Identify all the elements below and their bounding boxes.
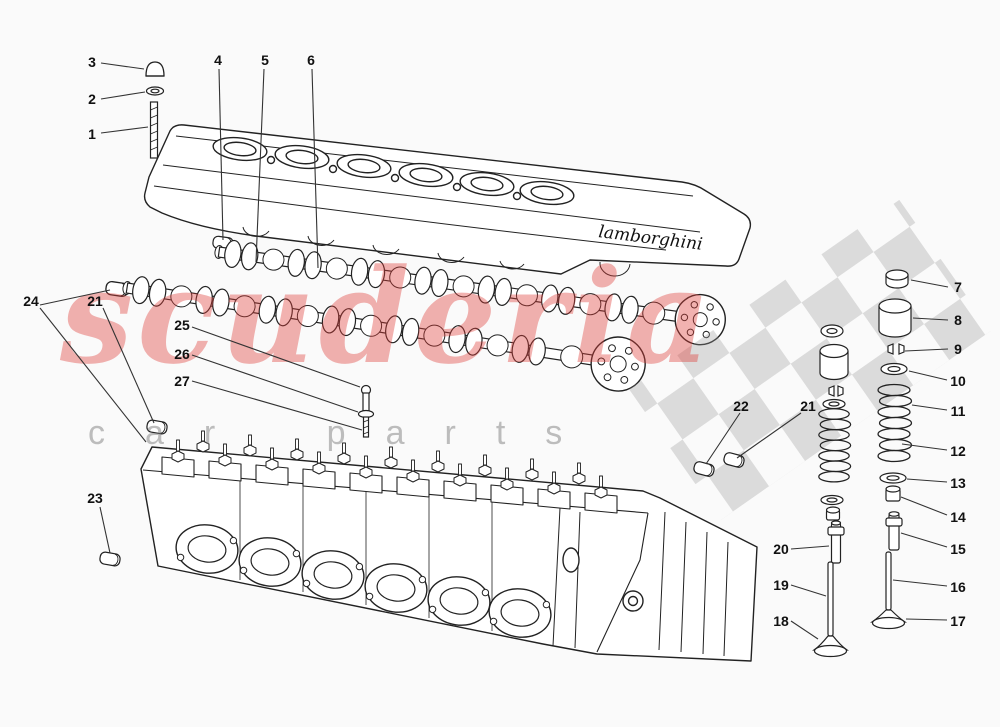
valve-cover: lamborghini bbox=[143, 124, 752, 277]
dome-nut-part bbox=[145, 61, 165, 77]
valve-assembly-right bbox=[870, 269, 913, 630]
cylinder-head bbox=[140, 430, 758, 662]
callout-21[interactable]: 21 bbox=[87, 293, 103, 309]
callout-3[interactable]: 3 bbox=[88, 54, 96, 70]
callout-13[interactable]: 13 bbox=[950, 475, 966, 491]
callout-14[interactable]: 14 bbox=[950, 509, 966, 525]
callout-24[interactable]: 24 bbox=[23, 293, 39, 309]
callout-10[interactable]: 10 bbox=[950, 373, 966, 389]
stud-part bbox=[149, 101, 159, 159]
valve-right bbox=[870, 551, 907, 630]
callout-21[interactable]: 21 bbox=[800, 398, 816, 414]
callout-2[interactable]: 2 bbox=[88, 91, 96, 107]
head-stud-part bbox=[357, 384, 375, 438]
callout-4[interactable]: 4 bbox=[214, 52, 222, 68]
callout-20[interactable]: 20 bbox=[773, 541, 789, 557]
callout-8[interactable]: 8 bbox=[954, 312, 962, 328]
valve-assembly-left bbox=[812, 324, 852, 658]
callout-23[interactable]: 23 bbox=[87, 490, 103, 506]
callout-27[interactable]: 27 bbox=[174, 373, 190, 389]
callout-22[interactable]: 22 bbox=[733, 398, 749, 414]
callout-17[interactable]: 17 bbox=[950, 613, 966, 629]
callout-16[interactable]: 16 bbox=[950, 579, 966, 595]
callout-11[interactable]: 11 bbox=[950, 403, 966, 419]
callout-5[interactable]: 5 bbox=[261, 52, 269, 68]
callout-9[interactable]: 9 bbox=[954, 341, 962, 357]
callout-19[interactable]: 19 bbox=[773, 577, 789, 593]
callout-26[interactable]: 26 bbox=[174, 346, 190, 362]
callout-18[interactable]: 18 bbox=[773, 613, 789, 629]
callout-15[interactable]: 15 bbox=[950, 541, 966, 557]
washer-part bbox=[145, 86, 165, 96]
valve-left bbox=[812, 561, 849, 658]
callout-7[interactable]: 7 bbox=[954, 279, 962, 295]
callout-12[interactable]: 12 bbox=[950, 443, 966, 459]
callout-25[interactable]: 25 bbox=[174, 317, 190, 333]
callout-6[interactable]: 6 bbox=[307, 52, 315, 68]
camshaft-lower bbox=[122, 274, 646, 392]
callout-1[interactable]: 1 bbox=[88, 126, 96, 142]
